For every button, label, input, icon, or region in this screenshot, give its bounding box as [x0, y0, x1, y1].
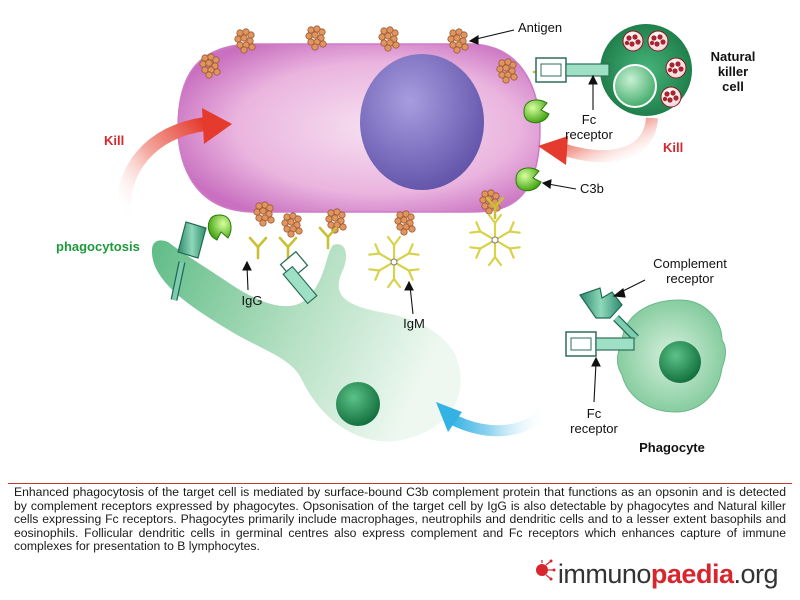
molecule-logo-icon — [535, 559, 556, 581]
immunopaedia-logo[interactable]: immunopaedia.org — [535, 556, 778, 592]
phagocyte-fc-receptor — [565, 331, 635, 357]
igm-pentamer-icon — [369, 237, 418, 287]
c3b-label: C3b — [580, 181, 604, 196]
kill-label-left: Kill — [104, 133, 124, 148]
fc-receptor-label-top-1: Fc — [582, 112, 597, 127]
pointer-lines — [242, 29, 646, 403]
figure-caption: Enhanced phagocytosis of the target cell… — [14, 485, 786, 554]
phagocyte-nucleus — [659, 341, 701, 383]
phagocyte-label: Phagocyte — [639, 440, 705, 455]
igm-pentamer-icon — [470, 215, 519, 265]
c3b-icon — [515, 167, 542, 192]
natural-killer-cell-label-1: Natural — [711, 49, 756, 64]
antigen-cluster-icon — [394, 210, 416, 236]
complement-receptor-label-2: receptor — [666, 271, 714, 286]
kill-label-right: Kill — [663, 140, 683, 155]
complement-receptor-label-1: Complement — [653, 256, 727, 271]
igm-label: IgM — [403, 316, 425, 331]
igm-antibodies — [369, 215, 519, 287]
logo-text-paedia: paedia — [650, 559, 734, 589]
fc-receptor-label-bottom-1: Fc — [587, 406, 602, 421]
caption-divider — [8, 483, 792, 484]
logo-text-immuno: immuno — [557, 559, 652, 589]
kill-arrow-left — [116, 108, 232, 217]
macrophage-fc-receptor — [279, 250, 318, 305]
macrophage-nucleus — [336, 382, 380, 426]
target-cell — [177, 43, 541, 213]
phagocyte — [616, 299, 726, 413]
fc-receptor-label-top-2: receptor — [565, 127, 613, 142]
phagocyte-complement-receptor — [579, 287, 639, 341]
c3b-icon — [523, 99, 550, 124]
natural-killer-cell-label-2: killer — [718, 64, 748, 79]
antigen-label: Antigen — [518, 20, 562, 35]
phagocytosis-label: phagocytosis — [56, 239, 140, 254]
igg-antibody-icon — [248, 236, 268, 260]
nk-nucleus — [613, 64, 657, 108]
fc-receptor-label-bottom-2: receptor — [570, 421, 618, 436]
c3b-icon — [207, 214, 232, 241]
igg-label: IgG — [242, 293, 263, 308]
antigen-cluster-icon — [253, 201, 275, 227]
opsonisation-diagram: Antigen Natural killer cell Fc receptor … — [56, 20, 756, 455]
target-cell-nucleus — [360, 54, 484, 190]
macrophage — [151, 240, 461, 442]
antigen-cluster-icon — [281, 212, 303, 238]
kill-arrow-right — [538, 117, 658, 165]
nk-fc-receptor — [535, 57, 610, 83]
natural-killer-cell-label-3: cell — [722, 79, 744, 94]
natural-killer-cell — [600, 24, 692, 116]
logo-text-org: .org — [733, 559, 778, 589]
macrophage-complement-receptor — [170, 221, 207, 301]
approach-arrow — [436, 402, 553, 437]
